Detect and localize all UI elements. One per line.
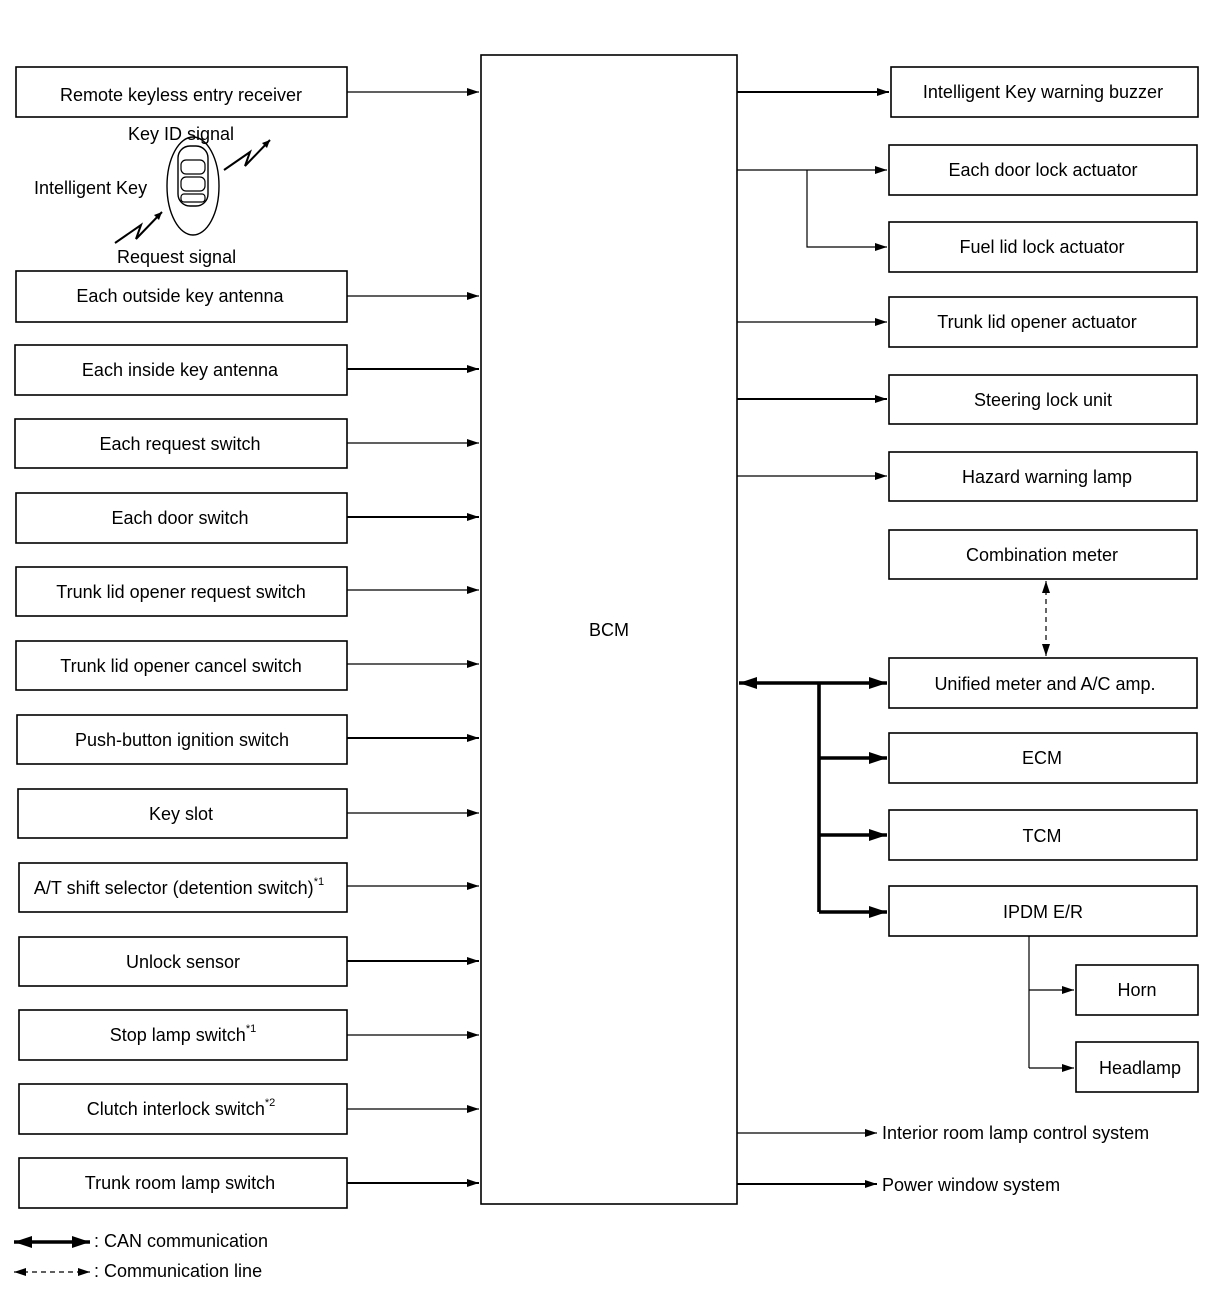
svg-text:IPDM E/R: IPDM E/R bbox=[1003, 902, 1083, 922]
intelligent-key-label: Intelligent Key bbox=[34, 178, 147, 198]
output-horn: Horn bbox=[1075, 964, 1199, 1016]
svg-text:Fuel lid lock actuator: Fuel lid lock actuator bbox=[959, 237, 1124, 257]
input-push-button: Push-button ignition switch bbox=[16, 714, 479, 765]
output-trunk-opener: Trunk lid opener actuator bbox=[737, 296, 1198, 348]
svg-text:Trunk room lamp switch: Trunk room lamp switch bbox=[85, 1173, 275, 1193]
input-inside-antenna: Each inside key antenna bbox=[14, 344, 479, 396]
intelligent-key-icon bbox=[166, 136, 220, 236]
svg-text:Intelligent Key warning buzzer: Intelligent Key warning buzzer bbox=[923, 82, 1163, 102]
svg-text:Remote keyless entry receiver: Remote keyless entry receiver bbox=[60, 85, 302, 105]
key-id-signal-label: Key ID signal bbox=[128, 124, 234, 144]
svg-text:Each outside key antenna: Each outside key antenna bbox=[76, 286, 284, 306]
svg-text:Combination meter: Combination meter bbox=[966, 545, 1118, 565]
legend: : CAN communication : Communication line bbox=[14, 1231, 268, 1281]
ipdm-connections bbox=[1028, 936, 1074, 1072]
svg-text:Clutch interlock switch*2: Clutch interlock switch*2 bbox=[87, 1097, 275, 1119]
key-id-signal-icon bbox=[223, 139, 271, 171]
input-trunk-room-lamp: Trunk room lamp switch bbox=[18, 1157, 479, 1209]
svg-text:TCM: TCM bbox=[1023, 826, 1062, 846]
svg-text:Each inside key antenna: Each inside key antenna bbox=[82, 360, 279, 380]
svg-text:Each request switch: Each request switch bbox=[99, 434, 260, 454]
output-combination-meter: Combination meter bbox=[888, 529, 1198, 656]
svg-text:Headlamp: Headlamp bbox=[1099, 1058, 1181, 1078]
svg-text:ECM: ECM bbox=[1022, 748, 1062, 768]
output-door-lock: Each door lock actuator bbox=[737, 144, 1198, 196]
output-interior-lamp: Interior room lamp control system bbox=[737, 1123, 1149, 1143]
legend-comm-label: : Communication line bbox=[94, 1261, 262, 1281]
input-stop-lamp: Stop lamp switch*1 bbox=[18, 1009, 479, 1061]
svg-text:Trunk lid opener request switc: Trunk lid opener request switch bbox=[56, 582, 305, 602]
svg-text:Horn: Horn bbox=[1117, 980, 1156, 1000]
output-unified-meter: Unified meter and A/C amp. bbox=[888, 657, 1198, 709]
svg-text:Stop lamp switch*1: Stop lamp switch*1 bbox=[110, 1023, 256, 1045]
legend-can-label: : CAN communication bbox=[94, 1231, 268, 1251]
svg-text:Trunk lid opener actuator: Trunk lid opener actuator bbox=[937, 312, 1136, 332]
request-signal-label: Request signal bbox=[117, 247, 236, 267]
svg-text:Each door lock actuator: Each door lock actuator bbox=[948, 160, 1137, 180]
output-tcm: TCM bbox=[888, 809, 1198, 861]
output-power-window: Power window system bbox=[737, 1175, 1060, 1195]
input-clutch-interlock: Clutch interlock switch*2 bbox=[18, 1083, 479, 1135]
output-headlamp: Headlamp bbox=[1075, 1041, 1199, 1093]
input-at-selector: A/T shift selector (detention switch)*1 bbox=[18, 862, 479, 913]
svg-text:Steering lock unit: Steering lock unit bbox=[974, 390, 1112, 410]
svg-text:Interior room lamp control sys: Interior room lamp control system bbox=[882, 1123, 1149, 1143]
svg-text:Unlock sensor: Unlock sensor bbox=[126, 952, 240, 972]
request-signal-icon bbox=[114, 211, 163, 244]
input-request-switch: Each request switch bbox=[14, 418, 479, 469]
input-trunk-cancel: Trunk lid opener cancel switch bbox=[15, 640, 479, 691]
output-hazard: Hazard warning lamp bbox=[737, 451, 1198, 502]
svg-text:Hazard warning lamp: Hazard warning lamp bbox=[962, 467, 1132, 487]
svg-text:Trunk lid opener cancel switch: Trunk lid opener cancel switch bbox=[60, 656, 301, 676]
svg-text:Power window system: Power window system bbox=[882, 1175, 1060, 1195]
input-unlock-sensor: Unlock sensor bbox=[18, 936, 479, 987]
output-fuel-lid: Fuel lid lock actuator bbox=[806, 170, 1198, 273]
svg-text:Key slot: Key slot bbox=[149, 804, 213, 824]
svg-text:Push-button ignition switch: Push-button ignition switch bbox=[75, 730, 289, 750]
bcm-box: BCM bbox=[480, 54, 738, 1205]
input-key-slot: Key slot bbox=[17, 788, 479, 839]
input-trunk-request: Trunk lid opener request switch bbox=[15, 566, 479, 617]
output-steering-lock: Steering lock unit bbox=[737, 374, 1198, 425]
can-bus-lines bbox=[739, 677, 887, 918]
output-warning-buzzer: Intelligent Key warning buzzer bbox=[737, 66, 1199, 118]
input-remote-receiver: Remote keyless entry receiver bbox=[15, 66, 479, 118]
output-ipdm: IPDM E/R bbox=[888, 885, 1198, 937]
svg-text:Unified meter and A/C amp.: Unified meter and A/C amp. bbox=[934, 674, 1155, 694]
input-outside-antenna: Each outside key antenna bbox=[15, 270, 479, 323]
bcm-label: BCM bbox=[589, 620, 629, 640]
svg-text:A/T shift selector (detention: A/T shift selector (detention switch)*1 bbox=[34, 876, 324, 898]
svg-text:Each door switch: Each door switch bbox=[111, 508, 248, 528]
output-ecm: ECM bbox=[888, 732, 1198, 784]
input-door-switch: Each door switch bbox=[15, 492, 479, 544]
